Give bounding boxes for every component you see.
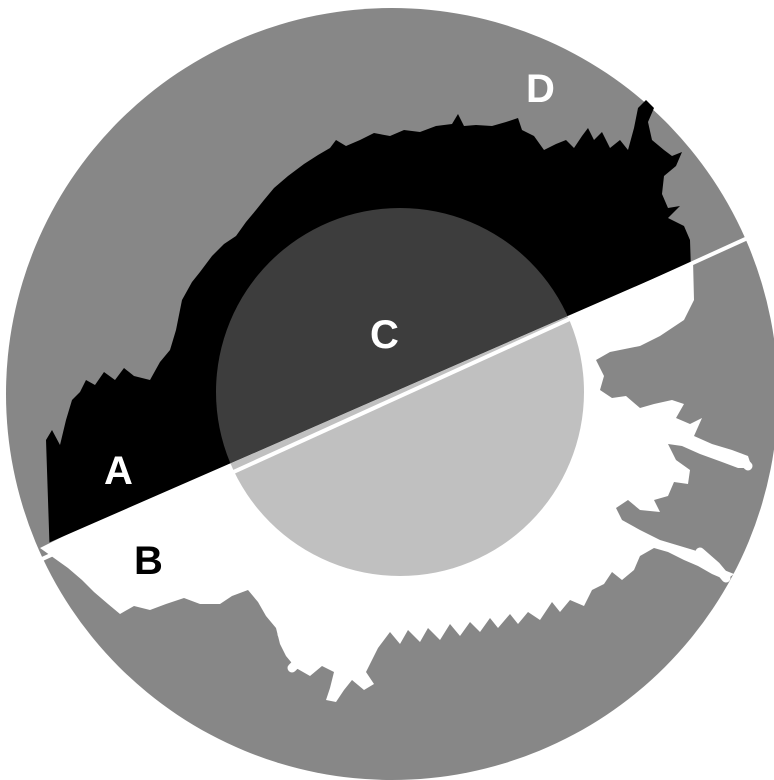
inner-circle	[216, 208, 584, 576]
label-d: D	[526, 67, 555, 111]
label-b: B	[134, 539, 163, 583]
label-a: A	[104, 449, 133, 493]
region-b-branches	[277, 447, 753, 673]
divider-line	[39, 224, 774, 562]
label-c: C	[370, 313, 399, 357]
